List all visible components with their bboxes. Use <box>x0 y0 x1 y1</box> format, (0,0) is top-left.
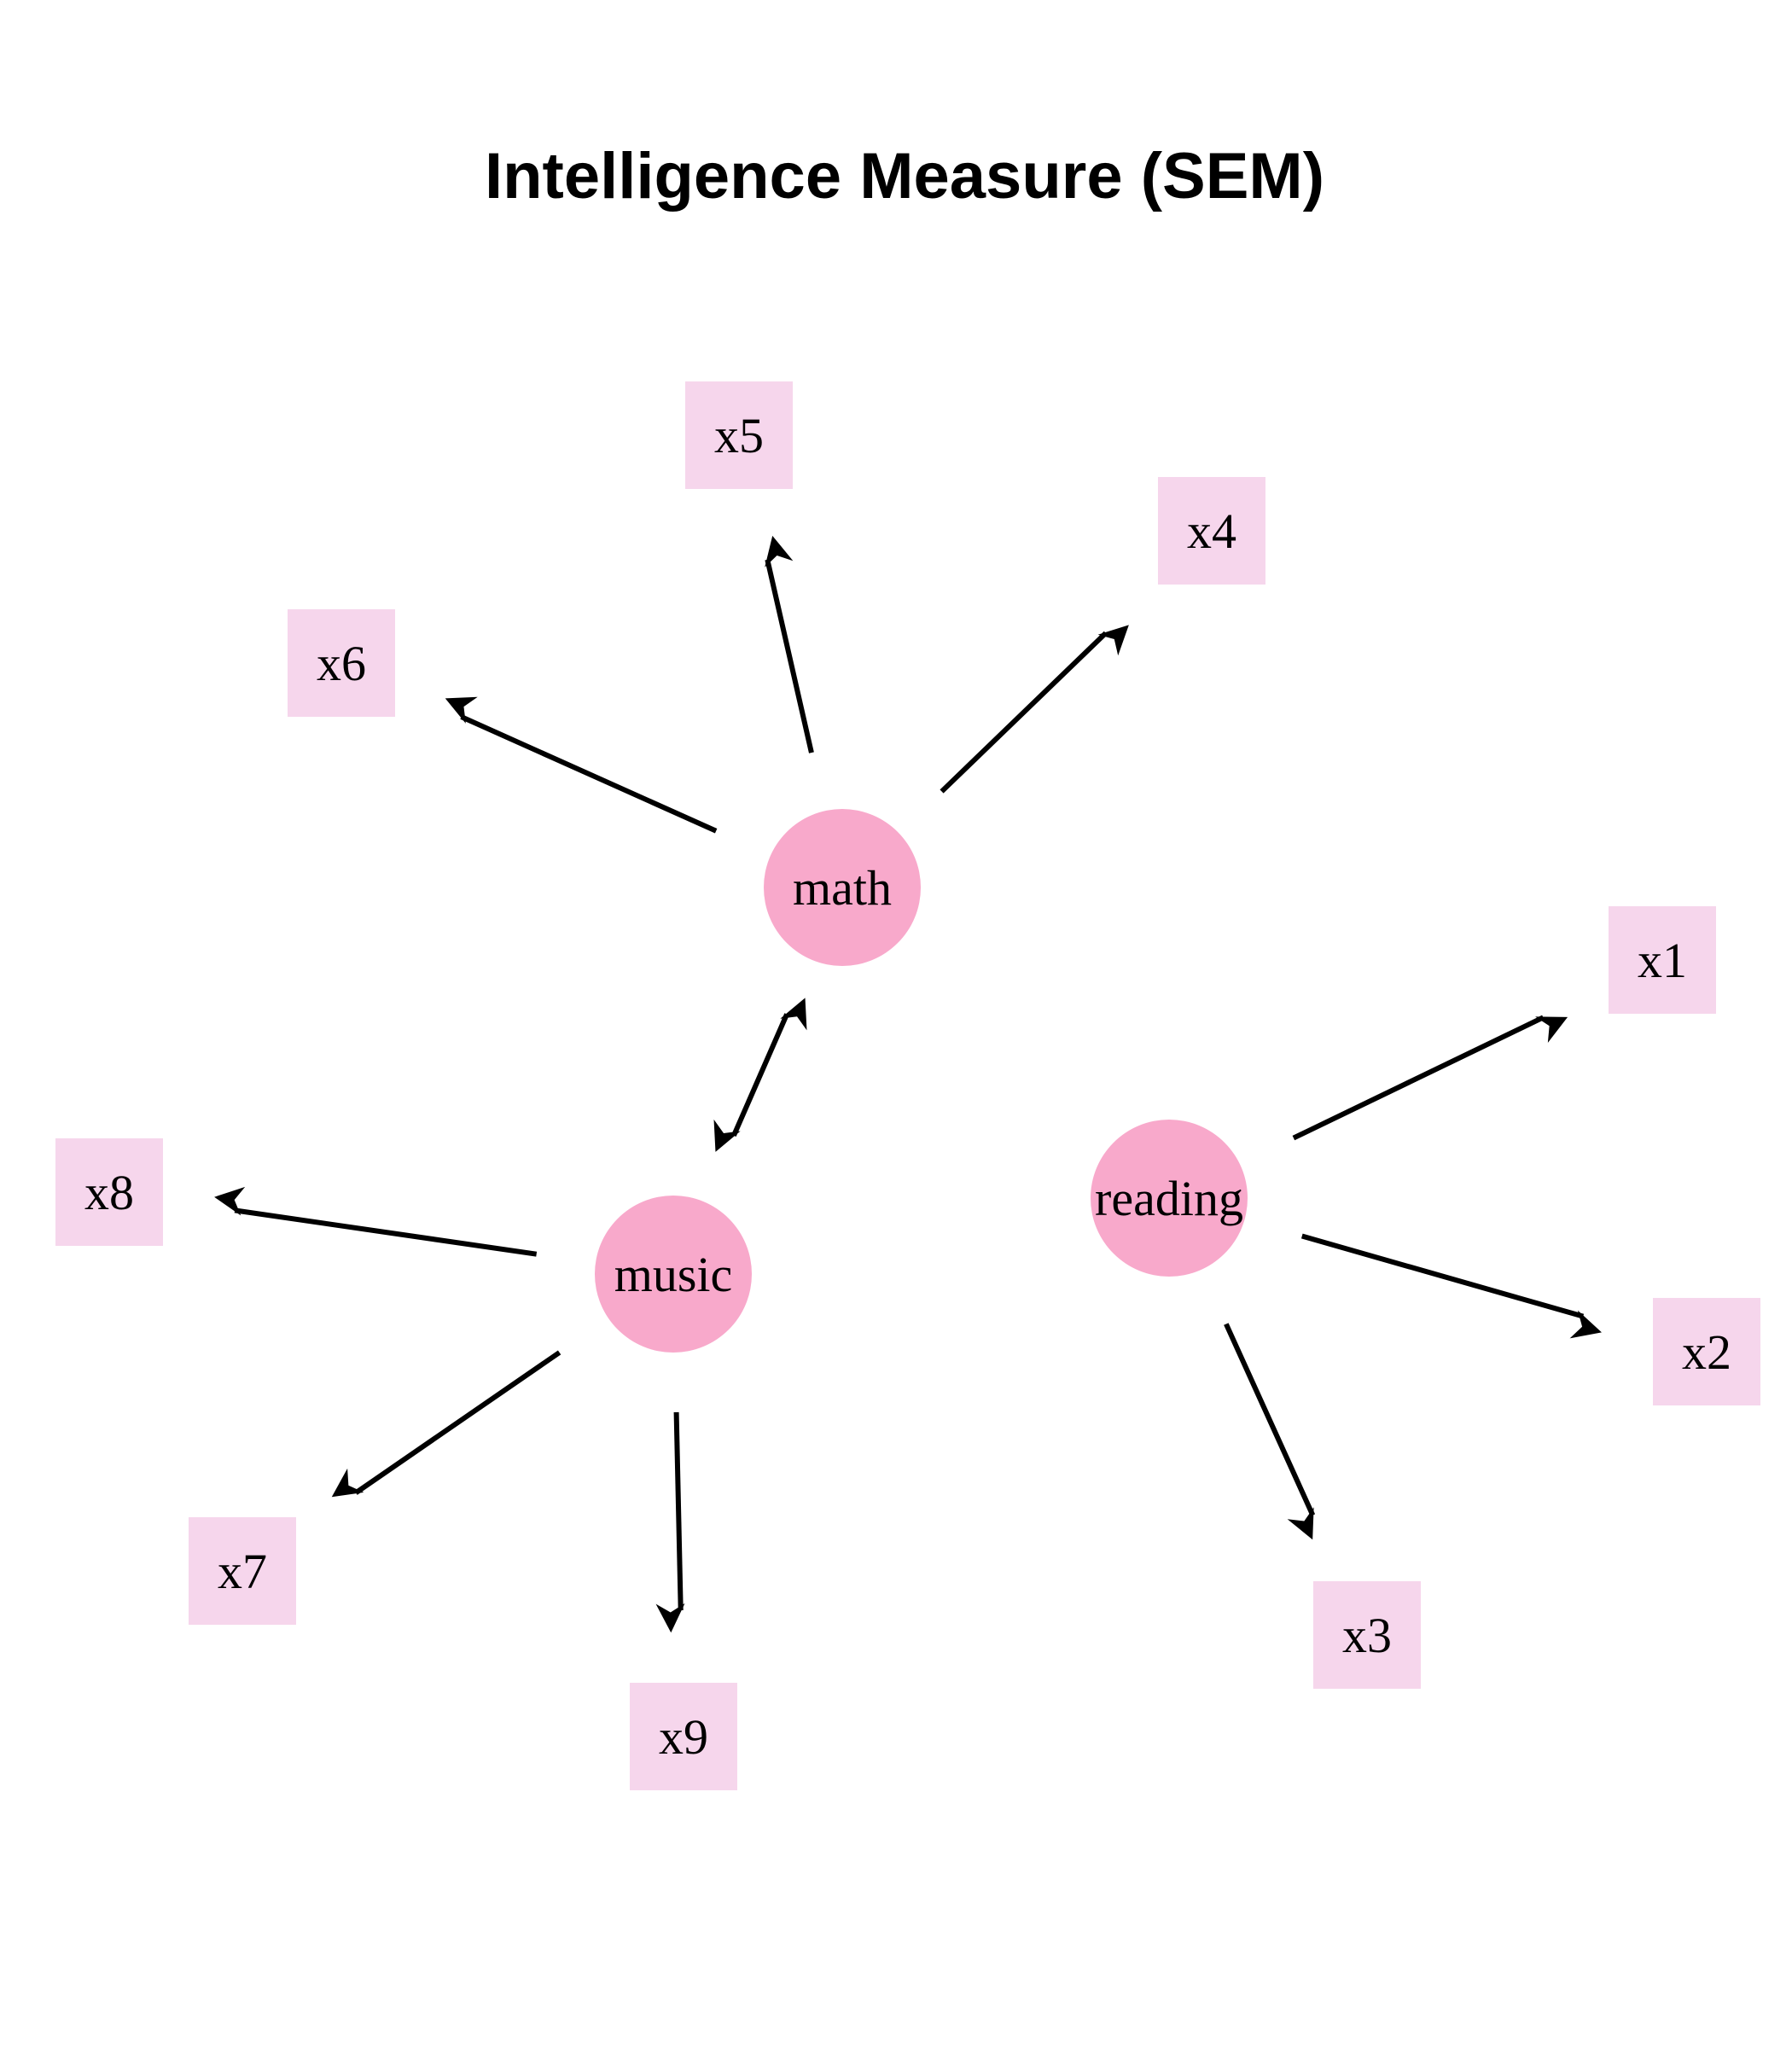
observed-node-x9: x9 <box>630 1683 737 1790</box>
observed-label: x7 <box>218 1544 267 1599</box>
path-reading-to-x3 <box>1224 1323 1316 1540</box>
observed-box <box>1653 1298 1760 1405</box>
path-math-to-x4 <box>940 625 1129 794</box>
observed-node-x1: x1 <box>1609 906 1716 1014</box>
observed-box <box>1609 906 1716 1014</box>
observed-node-x5: x5 <box>685 381 793 489</box>
path-math-to-x6 <box>445 696 718 834</box>
observed-label: x8 <box>84 1165 134 1220</box>
observed-label: x2 <box>1682 1324 1731 1380</box>
paths-layer <box>214 535 1602 1633</box>
latent-circle <box>1091 1120 1248 1277</box>
observed-box <box>189 1517 296 1625</box>
path-math-to-music <box>713 998 807 1152</box>
observed-label: x5 <box>714 408 764 463</box>
observed-node-x7: x7 <box>189 1517 296 1625</box>
diagram-title: Intelligence Measure (SEM) <box>485 140 1324 212</box>
observed-node-x6: x6 <box>288 609 395 717</box>
latent-label: reading <box>1095 1171 1243 1226</box>
observed-node-x3: x3 <box>1313 1581 1421 1689</box>
nodes-layer: x1 x2 x3 x4 x5 x6 x7 x8 x9 math music reading <box>55 381 1760 1790</box>
observed-box <box>288 609 395 717</box>
observed-box <box>1313 1581 1421 1689</box>
observed-label: x9 <box>659 1709 708 1765</box>
latent-node-reading: reading <box>1091 1120 1248 1277</box>
observed-box <box>685 381 793 489</box>
observed-node-x8: x8 <box>55 1138 163 1246</box>
latent-label: math <box>793 860 892 916</box>
path-math-to-x5 <box>765 535 814 753</box>
observed-node-x4: x4 <box>1158 477 1265 585</box>
observed-box <box>1158 477 1265 585</box>
path-reading-to-x2 <box>1300 1233 1602 1339</box>
path-music-to-x8 <box>214 1186 538 1257</box>
path-music-to-x7 <box>331 1350 561 1498</box>
latent-circle <box>595 1196 752 1353</box>
observed-box <box>630 1683 737 1790</box>
path-reading-to-x1 <box>1292 1015 1568 1141</box>
latent-label: music <box>614 1247 733 1302</box>
observed-label: x1 <box>1638 933 1687 988</box>
observed-label: x3 <box>1342 1608 1392 1663</box>
observed-label: x6 <box>317 636 366 691</box>
observed-node-x2: x2 <box>1653 1298 1760 1405</box>
latent-node-math: math <box>764 809 921 966</box>
path-music-to-x9 <box>655 1411 685 1633</box>
latent-node-music: music <box>595 1196 752 1353</box>
observed-label: x4 <box>1187 503 1236 559</box>
observed-box <box>55 1138 163 1246</box>
latent-circle <box>764 809 921 966</box>
